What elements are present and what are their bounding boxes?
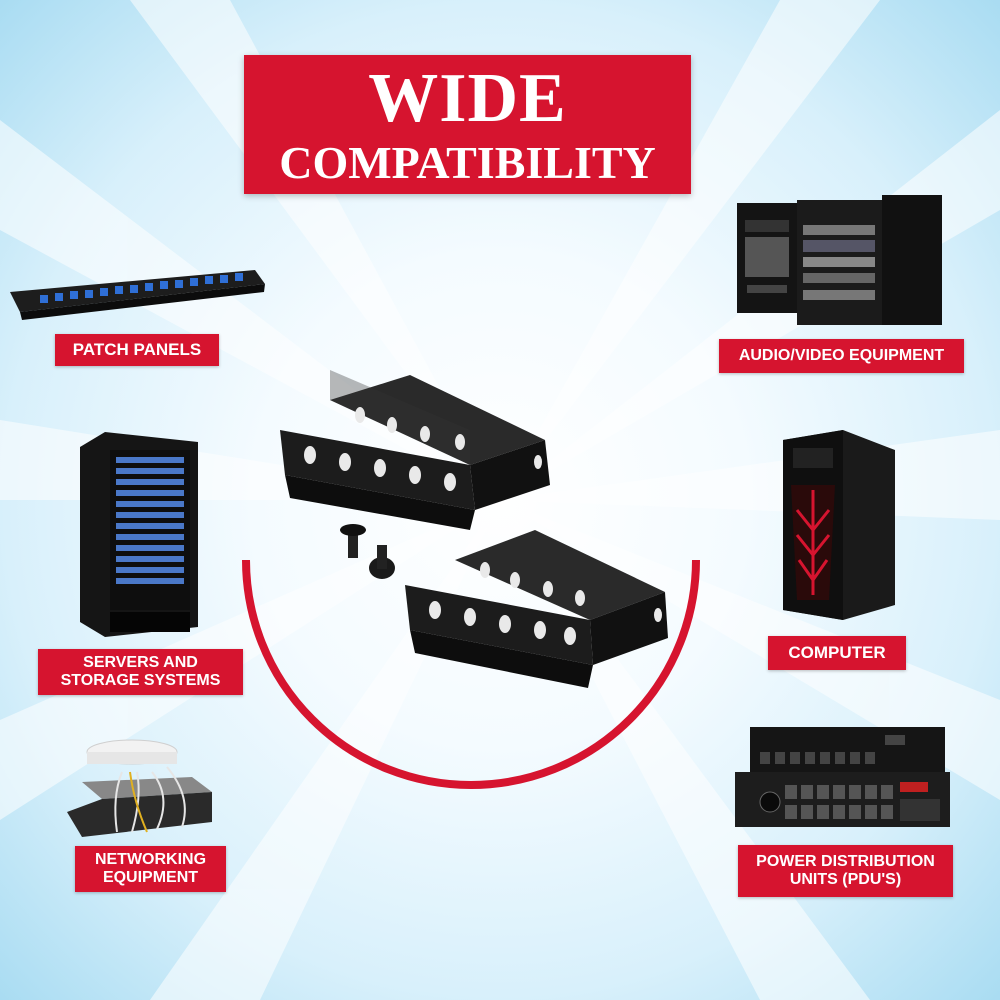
label-patch-panels: PATCH PANELS [55, 334, 219, 366]
label-servers-line-2: STORAGE SYSTEMS [60, 672, 221, 689]
audio-video-rack-image [737, 195, 942, 325]
label-pdu-line-2: UNITS (PDU'S) [789, 871, 902, 888]
label-networking: NETWORKING EQUIPMENT [75, 846, 226, 892]
label-servers: SERVERS AND STORAGE SYSTEMS [38, 649, 243, 695]
bracket-top [280, 370, 550, 530]
label-computer: COMPUTER [768, 636, 906, 670]
bracket-bottom [405, 530, 668, 688]
networking-equipment-image [67, 739, 212, 837]
computer-tower-image [783, 430, 895, 620]
mounting-screws [340, 524, 395, 579]
title-line-2: COMPATIBILITY [279, 137, 656, 188]
title-banner: WIDE COMPATIBILITY [244, 55, 691, 194]
label-audio-video: AUDIO/VIDEO EQUIPMENT [719, 339, 964, 373]
label-pdu-line-1: POWER DISTRIBUTION [756, 853, 935, 871]
title-line-1: WIDE [368, 60, 567, 137]
rack-brackets-image [280, 370, 668, 688]
server-rack-image [80, 432, 198, 637]
patch-panel-image [10, 270, 265, 320]
label-networking-line-1: NETWORKING [94, 851, 207, 869]
pdu-image [735, 727, 950, 827]
label-servers-line-1: SERVERS AND [83, 654, 198, 672]
label-pdu: POWER DISTRIBUTION UNITS (PDU'S) [738, 845, 953, 897]
label-networking-line-2: EQUIPMENT [102, 869, 199, 886]
